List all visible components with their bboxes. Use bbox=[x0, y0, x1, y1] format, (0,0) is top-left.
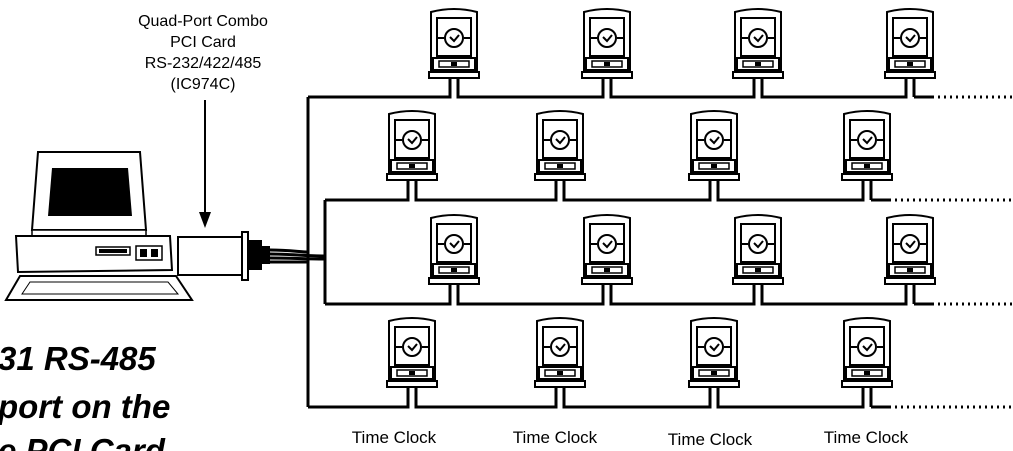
pci-card bbox=[177, 231, 270, 281]
clock-face-icon bbox=[900, 234, 920, 254]
rs485-bus bbox=[306, 78, 1013, 409]
time-clock bbox=[386, 110, 438, 181]
card-label-line-1: Quad-Port Combo bbox=[138, 13, 268, 30]
pci-bracket bbox=[241, 231, 249, 281]
system-unit bbox=[14, 235, 174, 274]
caption-line-2: port on the bbox=[0, 388, 170, 425]
clock-face-icon bbox=[900, 28, 920, 48]
clock-labels: Time Clock Time Clock Time Clock Time Cl… bbox=[352, 428, 909, 449]
clock-face-icon bbox=[550, 337, 570, 357]
time-clock bbox=[841, 317, 893, 388]
clock-label-3: Time Clock bbox=[668, 430, 753, 449]
pci-card-body bbox=[177, 236, 243, 276]
clock-face-icon bbox=[444, 234, 464, 254]
time-clock bbox=[534, 317, 586, 388]
card-label-line-2: PCI Card bbox=[170, 34, 236, 51]
card-label-line-3: RS-232/422/485 bbox=[145, 55, 262, 72]
time-clock bbox=[884, 214, 936, 285]
clock-face-icon bbox=[748, 28, 768, 48]
clock-label-4: Time Clock bbox=[824, 428, 909, 447]
bus-row-2 bbox=[325, 180, 873, 202]
pointer-arrow bbox=[199, 100, 211, 228]
clock-face-icon bbox=[704, 337, 724, 357]
card-label: Quad-Port Combo PCI Card RS-232/422/485 … bbox=[138, 13, 268, 93]
clock-label-1: Time Clock bbox=[352, 428, 437, 447]
time-clock bbox=[386, 317, 438, 388]
bus-row-1 bbox=[308, 78, 916, 99]
bus-row-3 bbox=[325, 284, 916, 306]
floppy-drive bbox=[135, 245, 163, 261]
clock-label-2: Time Clock bbox=[513, 428, 598, 447]
clock-face-icon bbox=[857, 337, 877, 357]
cable-connector bbox=[248, 240, 262, 270]
clock-face-icon bbox=[444, 28, 464, 48]
time-clock bbox=[534, 110, 586, 181]
cable-bundle bbox=[269, 248, 326, 264]
time-clock bbox=[688, 317, 740, 388]
clock-face-icon bbox=[597, 234, 617, 254]
clock-face-icon bbox=[704, 130, 724, 150]
clock-face-icon bbox=[550, 130, 570, 150]
time-clocks bbox=[386, 8, 936, 388]
caption-line-1: 31 RS-485 bbox=[0, 340, 156, 377]
bus-row-4 bbox=[308, 387, 873, 409]
clock-face-icon bbox=[402, 337, 422, 357]
clock-face-icon bbox=[748, 234, 768, 254]
computer bbox=[4, 151, 194, 301]
monitor-screen bbox=[48, 168, 132, 216]
time-clock bbox=[581, 8, 633, 79]
time-clock bbox=[841, 110, 893, 181]
time-clock bbox=[732, 8, 784, 79]
caption: 31 RS-485 port on the e PCI Card bbox=[0, 340, 170, 451]
caption-line-3: e PCI Card bbox=[0, 432, 166, 451]
time-clock bbox=[428, 214, 480, 285]
time-clock bbox=[428, 8, 480, 79]
time-clock bbox=[732, 214, 784, 285]
card-label-line-4: (IC974C) bbox=[171, 76, 236, 93]
time-clock bbox=[884, 8, 936, 79]
clock-face-icon bbox=[402, 130, 422, 150]
time-clock bbox=[688, 110, 740, 181]
clock-face-icon bbox=[597, 28, 617, 48]
time-clock bbox=[581, 214, 633, 285]
clock-face-icon bbox=[857, 130, 877, 150]
